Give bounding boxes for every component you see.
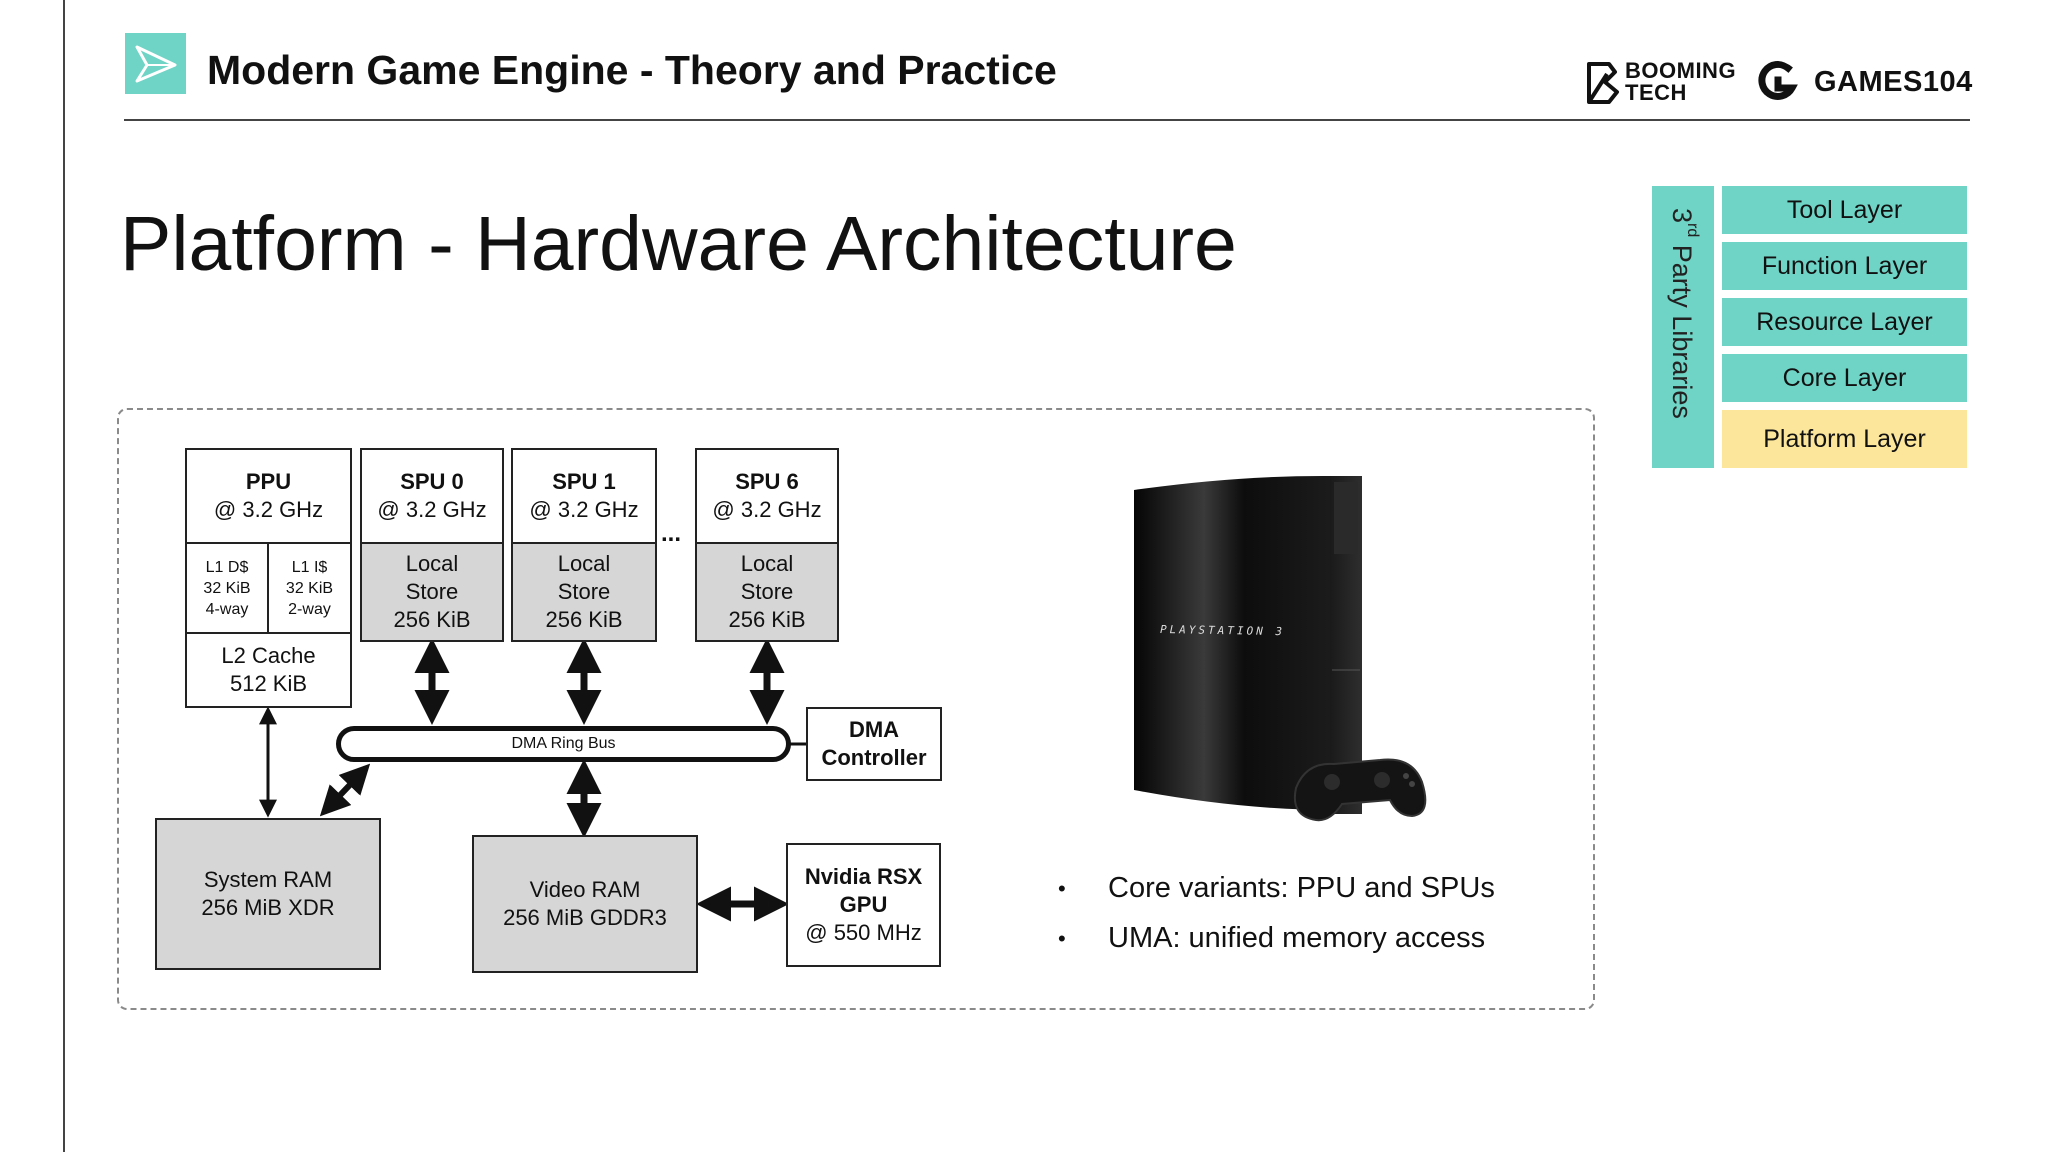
l1d-line3: 4-way [205, 600, 249, 618]
vram-line1: Video RAM [529, 877, 641, 902]
spu1-ls2: Store [557, 579, 611, 604]
third-party-libraries-bar: 3rd Party Libraries [1652, 186, 1714, 468]
dma-line1: DMA [848, 717, 900, 742]
layer-tool: Tool Layer [1722, 186, 1967, 234]
bullet-text: UMA: unified memory access [1108, 922, 1486, 954]
spu6-ls3: 256 KiB [728, 607, 806, 632]
spu1-local-store: Local Store 256 KiB [511, 542, 657, 642]
games104-logo: GAMES104 [1758, 58, 1973, 106]
l1d-line1: L1 D$ [205, 558, 249, 576]
booming-tech-logo: BOOMING TECH [1585, 60, 1740, 108]
architecture-frame [117, 408, 1595, 1010]
l2-line2: 512 KiB [229, 671, 308, 696]
third-party-suffix: rd [1684, 223, 1701, 238]
bullet-item: • UMA: unified memory access [1058, 922, 1495, 955]
l2-cache-box: L2 Cache 512 KiB [185, 632, 352, 708]
spu1-ls1: Local [557, 551, 611, 576]
course-logo [125, 33, 186, 94]
spu6-ls2: Store [740, 579, 794, 604]
dma-line2: Controller [821, 745, 927, 770]
spu6-freq: @ 3.2 GHz [712, 497, 822, 522]
bullet-item: • Core variants: PPU and SPUs [1058, 872, 1495, 905]
gpu-box: Nvidia RSX GPU @ 550 MHz [786, 843, 941, 967]
spu1-ls3: 256 KiB [545, 607, 623, 632]
controller-icon [1294, 758, 1427, 822]
dma-ring-bus: DMA Ring Bus [336, 726, 791, 762]
spu0-ls1: Local [405, 551, 459, 576]
booming-tech-mark-icon [1587, 62, 1619, 104]
l1-data-cache-box: L1 D$ 32 KiB 4-way [185, 542, 269, 634]
bullet-list: • Core variants: PPU and SPUs • UMA: uni… [1058, 872, 1495, 972]
ppu-freq: @ 3.2 GHz [213, 497, 324, 522]
header-divider [124, 119, 1970, 121]
left-margin-rule [63, 0, 65, 1152]
third-party-text: Party Libraries [1667, 244, 1697, 419]
sysram-line1: System RAM [203, 867, 333, 892]
dma-controller-box: DMA Controller [806, 707, 942, 781]
brand-games104: GAMES104 [1814, 66, 1973, 98]
sysram-line2: 256 MiB XDR [201, 895, 335, 920]
spu6-ls1: Local [740, 551, 794, 576]
brand-tech: TECH [1625, 80, 1687, 105]
spu6-box: SPU 6 @ 3.2 GHz [695, 448, 839, 544]
gpu-line3: @ 550 MHz [805, 920, 922, 945]
ps3-console-image: PLAYSTATION 3 [1134, 475, 1427, 822]
course-title: Modern Game Engine - Theory and Practice [207, 47, 1057, 93]
third-party-number: 3 [1667, 208, 1697, 224]
layer-core: Core Layer [1722, 354, 1967, 402]
spu1-box: SPU 1 @ 3.2 GHz [511, 448, 657, 544]
l1i-line3: 2-way [288, 600, 331, 618]
ppu-box: PPU @ 3.2 GHz [185, 448, 352, 544]
layer-function: Function Layer [1722, 242, 1967, 290]
paper-plane-icon [135, 45, 177, 83]
layer-resource: Resource Layer [1722, 298, 1967, 346]
spu6-name: SPU 6 [735, 469, 799, 494]
ppu-name: PPU [245, 469, 292, 494]
spu-ellipsis: ... [661, 520, 682, 547]
page-title: Platform - Hardware Architecture [120, 201, 1237, 287]
gpu-line1: Nvidia RSX [804, 864, 923, 889]
spu0-box: SPU 0 @ 3.2 GHz [360, 448, 504, 544]
l1d-line2: 32 KiB [203, 579, 251, 597]
brand-booming: BOOMING [1625, 58, 1737, 83]
games104-mark-icon [1758, 60, 1798, 100]
spu1-freq: @ 3.2 GHz [529, 497, 639, 522]
spu0-freq: @ 3.2 GHz [377, 497, 487, 522]
l1i-line1: L1 I$ [291, 558, 328, 576]
system-ram-box: System RAM 256 MiB XDR [155, 818, 381, 970]
third-party-libraries-label: 3rd Party Libraries [1666, 208, 1701, 419]
ps3-label: PLAYSTATION 3 [1160, 623, 1285, 638]
bullet-dot-icon: • [1058, 925, 1066, 951]
video-ram-box: Video RAM 256 MiB GDDR3 [472, 835, 698, 973]
l1-instruction-cache-box: L1 I$ 32 KiB 2-way [267, 542, 352, 634]
l2-line1: L2 Cache [221, 643, 316, 668]
spu0-ls3: 256 KiB [393, 607, 471, 632]
gpu-line2: GPU [839, 892, 888, 917]
arrow-bus-sysram [319, 763, 371, 817]
bullet-dot-icon: • [1058, 875, 1066, 901]
spu0-ls2: Store [405, 579, 459, 604]
spu0-local-store: Local Store 256 KiB [360, 542, 504, 642]
spu0-name: SPU 0 [400, 469, 464, 494]
l1i-line2: 32 KiB [285, 579, 334, 597]
bullet-text: Core variants: PPU and SPUs [1108, 872, 1495, 904]
spu1-name: SPU 1 [552, 469, 616, 494]
layer-platform: Platform Layer [1722, 410, 1967, 468]
spu6-local-store: Local Store 256 KiB [695, 542, 839, 642]
vram-line2: 256 MiB GDDR3 [503, 905, 667, 930]
